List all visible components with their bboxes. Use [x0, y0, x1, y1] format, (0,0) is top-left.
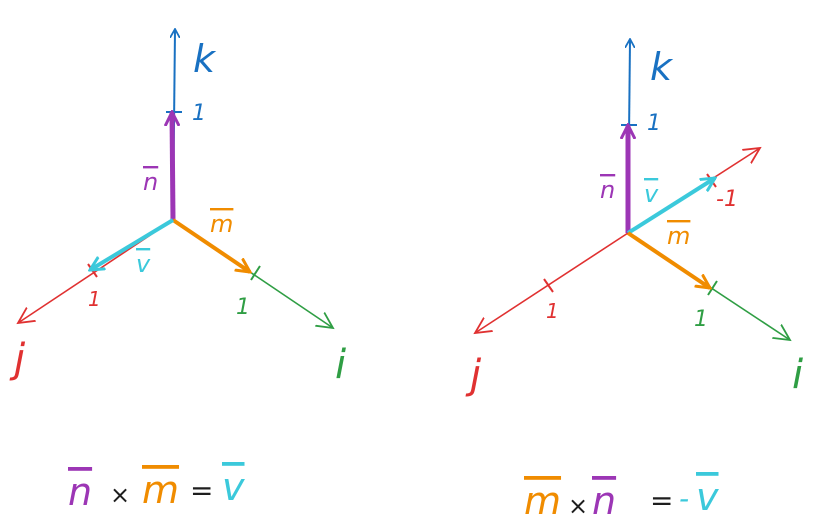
vector-v — [626, 178, 715, 235]
vector-v — [90, 218, 175, 270]
eq-right-b: n — [592, 479, 616, 523]
equation-right: m × n = - v — [524, 475, 719, 523]
k-tick-label: 1 — [647, 111, 661, 136]
vector-n — [172, 112, 173, 221]
eq-right-op: × — [568, 492, 588, 520]
vector-n-label: n — [143, 168, 158, 196]
eq-right-result: v — [696, 475, 719, 519]
i-axis-label: i — [335, 342, 346, 388]
vector-n-label: n — [600, 176, 615, 204]
eq-left-op: × — [110, 481, 130, 509]
k-axis-label: k — [193, 37, 217, 81]
j-axis-label: j — [9, 336, 26, 382]
j-tick-label: 1 — [88, 287, 101, 311]
vector-v-label: v — [136, 250, 151, 278]
k-axis-label: k — [650, 45, 674, 89]
vector-m — [171, 218, 250, 272]
vector-m-label: m — [667, 222, 690, 250]
vector-m-label: m — [210, 210, 233, 238]
j-axis — [475, 232, 629, 333]
equation-left: n × m = v — [68, 465, 245, 514]
i-tick-label: 1 — [694, 307, 708, 332]
i-tick — [250, 265, 261, 281]
eq-left-b: m — [142, 468, 179, 512]
i-axis-label: i — [792, 352, 803, 398]
eq-right-eq: = — [650, 484, 673, 517]
vector-v-label: v — [644, 180, 659, 208]
left-diagram: k 1 i 1 j 1 n m v — [9, 30, 346, 388]
right-diagram: k 1 -1 i 1 j 1 n v m — [465, 40, 803, 398]
eq-right-sign: - — [679, 482, 689, 515]
i-tick-label: 1 — [236, 295, 250, 320]
vector-m — [626, 231, 710, 288]
j-axis-label: j — [465, 352, 482, 398]
j-tick — [543, 278, 554, 293]
eq-left-eq: = — [190, 474, 213, 507]
j-tick-label: 1 — [546, 299, 559, 323]
eq-right-a: m — [524, 479, 561, 523]
eq-left-result: v — [222, 465, 245, 509]
eq-left-a: n — [68, 470, 92, 514]
k-tick-label: 1 — [192, 101, 206, 126]
neg-j-tick-label: -1 — [716, 187, 738, 212]
